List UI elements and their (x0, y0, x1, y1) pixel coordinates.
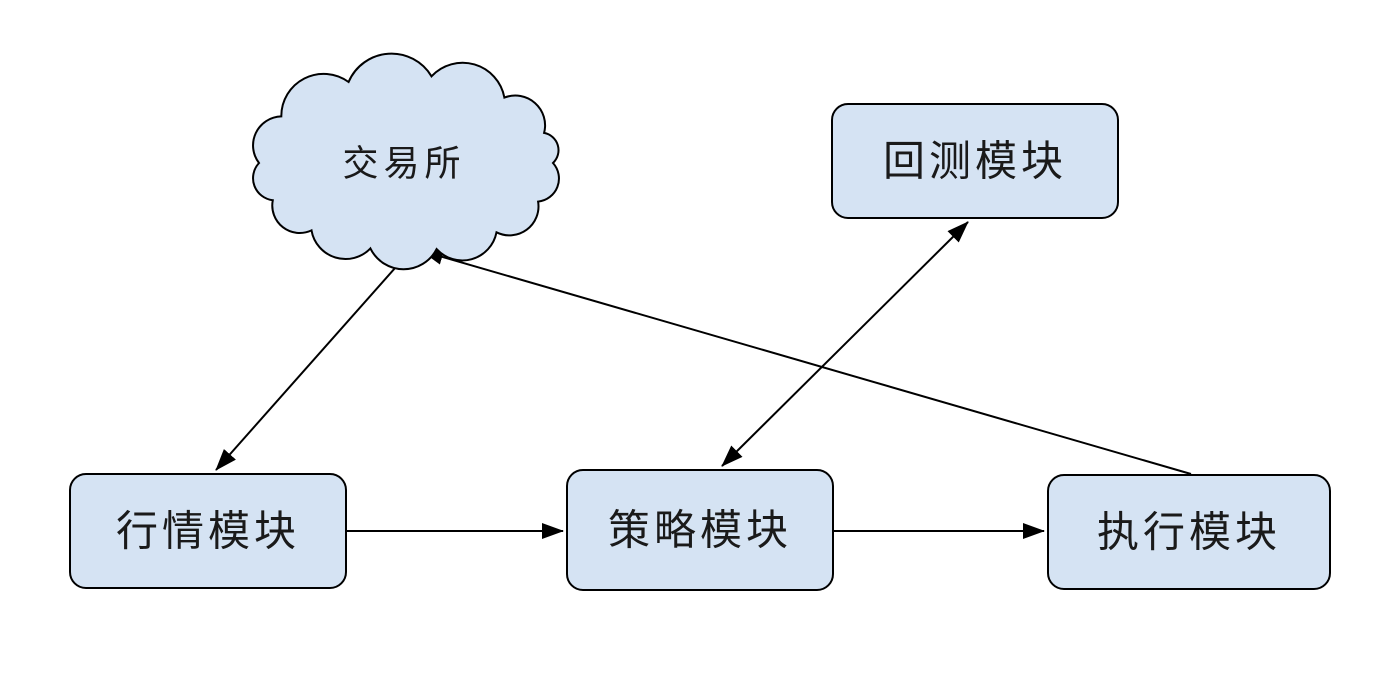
node-execution-box (1047, 474, 1331, 590)
node-market-data-box (69, 473, 347, 589)
cloud-icon (252, 52, 560, 271)
node-strategy-box (566, 469, 834, 591)
node-strategy-label: 策略模块 (608, 509, 792, 555)
node-exchange-label: 交易所 (342, 144, 465, 184)
node-market-data-label: 行情模块 (116, 510, 300, 556)
node-execution-label: 执行模块 (1097, 511, 1281, 557)
node-exchange: 交易所 (252, 52, 560, 271)
edge-execution-to-exchange-arrow (421, 249, 1192, 475)
edge-strategy-backtest-double-arrow (721, 221, 969, 467)
edges-layer (215, 221, 1192, 539)
node-backtest: 回测模块 (831, 103, 1119, 219)
node-market-data: 行情模块 (69, 473, 347, 589)
node-execution: 执行模块 (1047, 474, 1331, 590)
node-backtest-box (831, 103, 1119, 219)
node-strategy: 策略模块 (566, 469, 834, 591)
edge-exchange-to-market-arrow (215, 249, 412, 471)
node-backtest-label: 回测模块 (883, 140, 1067, 186)
